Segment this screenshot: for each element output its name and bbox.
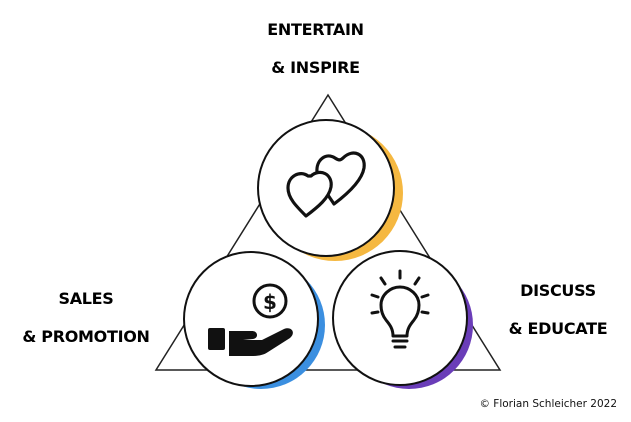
circle-entertain [257,119,403,261]
label-discuss: DISCUSS & EDUCATE [503,281,613,339]
circle-sales: $ [183,251,325,389]
hand-palm-icon [229,328,293,356]
hearts-icon [286,151,366,218]
dollar-glyph: $ [263,290,277,314]
hand-coin-icon: $ [208,283,293,356]
circle-discuss-face [332,250,468,386]
copyright-notice: © Florian Schleicher 2022 [479,398,617,410]
label-entertain-line2: & INSPIRE [271,58,360,77]
circle-discuss [332,250,473,389]
lightbulb-icon [370,269,430,349]
label-discuss-line2: & EDUCATE [508,319,608,338]
circle-sales-face [183,251,319,387]
label-entertain-line1: ENTERTAIN [267,20,364,39]
label-sales-line1: SALES [58,289,114,308]
label-discuss-line1: DISCUSS [520,281,596,300]
sleeve-icon [208,328,225,350]
label-sales-line2: & PROMOTION [22,327,150,346]
label-sales: SALES & PROMOTION [18,289,154,347]
coin-icon [252,283,288,319]
label-entertain: ENTERTAIN & INSPIRE [0,20,631,78]
triangle-outline [154,93,502,371]
